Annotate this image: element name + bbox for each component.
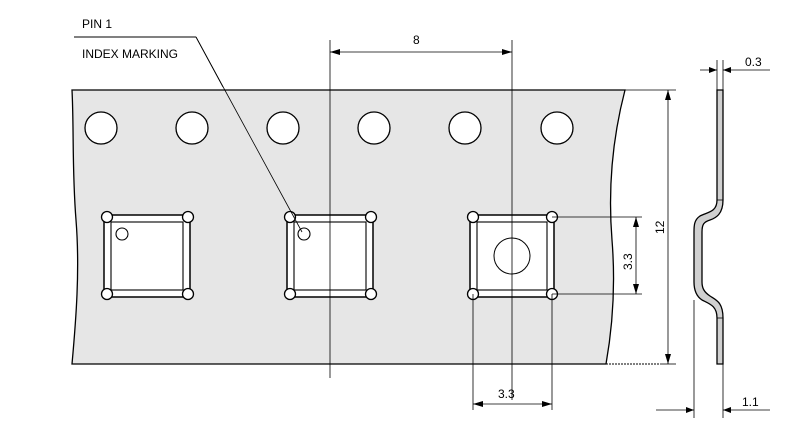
sprocket-hole [357, 111, 391, 145]
cavity-depth-dimension: 1.1 [656, 300, 770, 418]
thickness-value: 0.3 [745, 55, 762, 69]
pocket-width-value: 3.3 [498, 387, 515, 401]
index-marking-label: INDEX MARKING [82, 47, 178, 61]
pocket-height-value: 3.3 [621, 253, 635, 270]
leader-line [195, 36, 224, 88]
sprocket-hole [448, 111, 482, 145]
sprocket-holes [84, 111, 574, 145]
sprocket-hole [175, 111, 209, 145]
pin1-dot [297, 227, 311, 241]
tape-side-profile [693, 89, 724, 365]
tape-width-dimension: 12 [625, 89, 676, 365]
sprocket-hole [540, 111, 574, 145]
sprocket-hole [84, 111, 118, 145]
pin1-dot [115, 227, 129, 241]
cavity-depth-value: 1.1 [742, 395, 759, 409]
pitch-value: 8 [413, 33, 420, 47]
pin1-label: PIN 1 [82, 17, 112, 31]
pocket-width-dimension: 3.3 [472, 294, 553, 410]
pitch-dimension: 8 [329, 33, 513, 400]
sprocket-hole [266, 111, 300, 145]
tape-width-value: 12 [653, 220, 667, 234]
pocket-height-dimension: 3.3 [552, 216, 642, 295]
component-pocket-empty [466, 210, 559, 301]
thickness-dimension: 0.3 [700, 55, 770, 90]
component-pocket [100, 210, 195, 301]
